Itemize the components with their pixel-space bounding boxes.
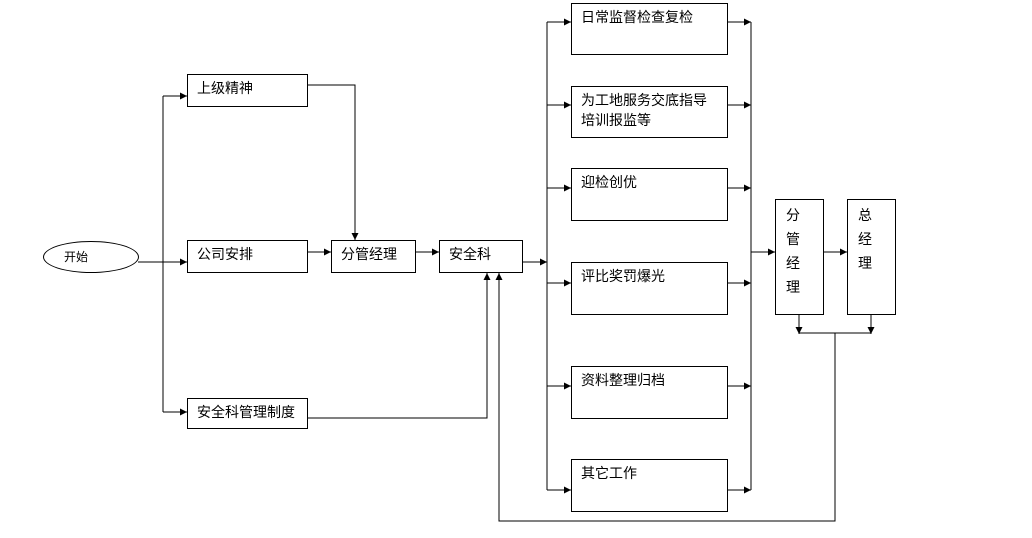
node-site-service: 为工地服务交底指导 培训报监等 (571, 86, 728, 138)
node-inspection-excellence: 迎检创优 (571, 168, 728, 221)
node-label: 其它工作 (581, 466, 637, 482)
node-label: 评比奖罚爆光 (581, 269, 665, 285)
node-safety-dept: 安全科 (439, 240, 523, 273)
node-label: 迎检创优 (581, 175, 637, 191)
feedback-loop-to-safety (495, 273, 836, 522)
node-company-arrangement: 公司安排 (187, 240, 308, 273)
node-superior-spirit: 上级精神 (187, 74, 308, 107)
node-label: 上级精神 (197, 81, 253, 97)
node-other-work: 其它工作 (571, 459, 728, 512)
node-safety-dept-rules: 安全科管理制度 (187, 398, 308, 429)
node-label: 分管经理 (341, 247, 397, 263)
start-label: 开始 (64, 250, 89, 264)
node-evaluation: 评比奖罚爆光 (571, 262, 728, 315)
node-label: 分管经理 (786, 208, 800, 296)
node-label: 总经理 (858, 208, 872, 272)
node-archiving: 资料整理归档 (571, 366, 728, 419)
node-deputy-manager: 分管经理 (331, 240, 416, 273)
node-daily-inspection: 日常监督检查复检 (571, 3, 728, 55)
node-general-manager: 总经理 (847, 199, 896, 315)
node-label-line-2: 培训报监等 (581, 113, 651, 129)
node-label: 日常监督检查复检 (581, 10, 693, 26)
node-label: 资料整理归档 (581, 373, 665, 389)
node-label: 安全科管理制度 (197, 405, 295, 421)
arrow-superior-to-deputy (307, 84, 359, 240)
arrow-rules-to-safety (307, 273, 491, 419)
start-node: 开始 (43, 241, 139, 273)
node-deputy-manager-vertical: 分管经理 (775, 199, 824, 315)
node-label: 公司安排 (197, 247, 253, 263)
node-label-line-1: 为工地服务交底指导 (581, 93, 707, 109)
node-label: 安全科 (449, 247, 491, 263)
